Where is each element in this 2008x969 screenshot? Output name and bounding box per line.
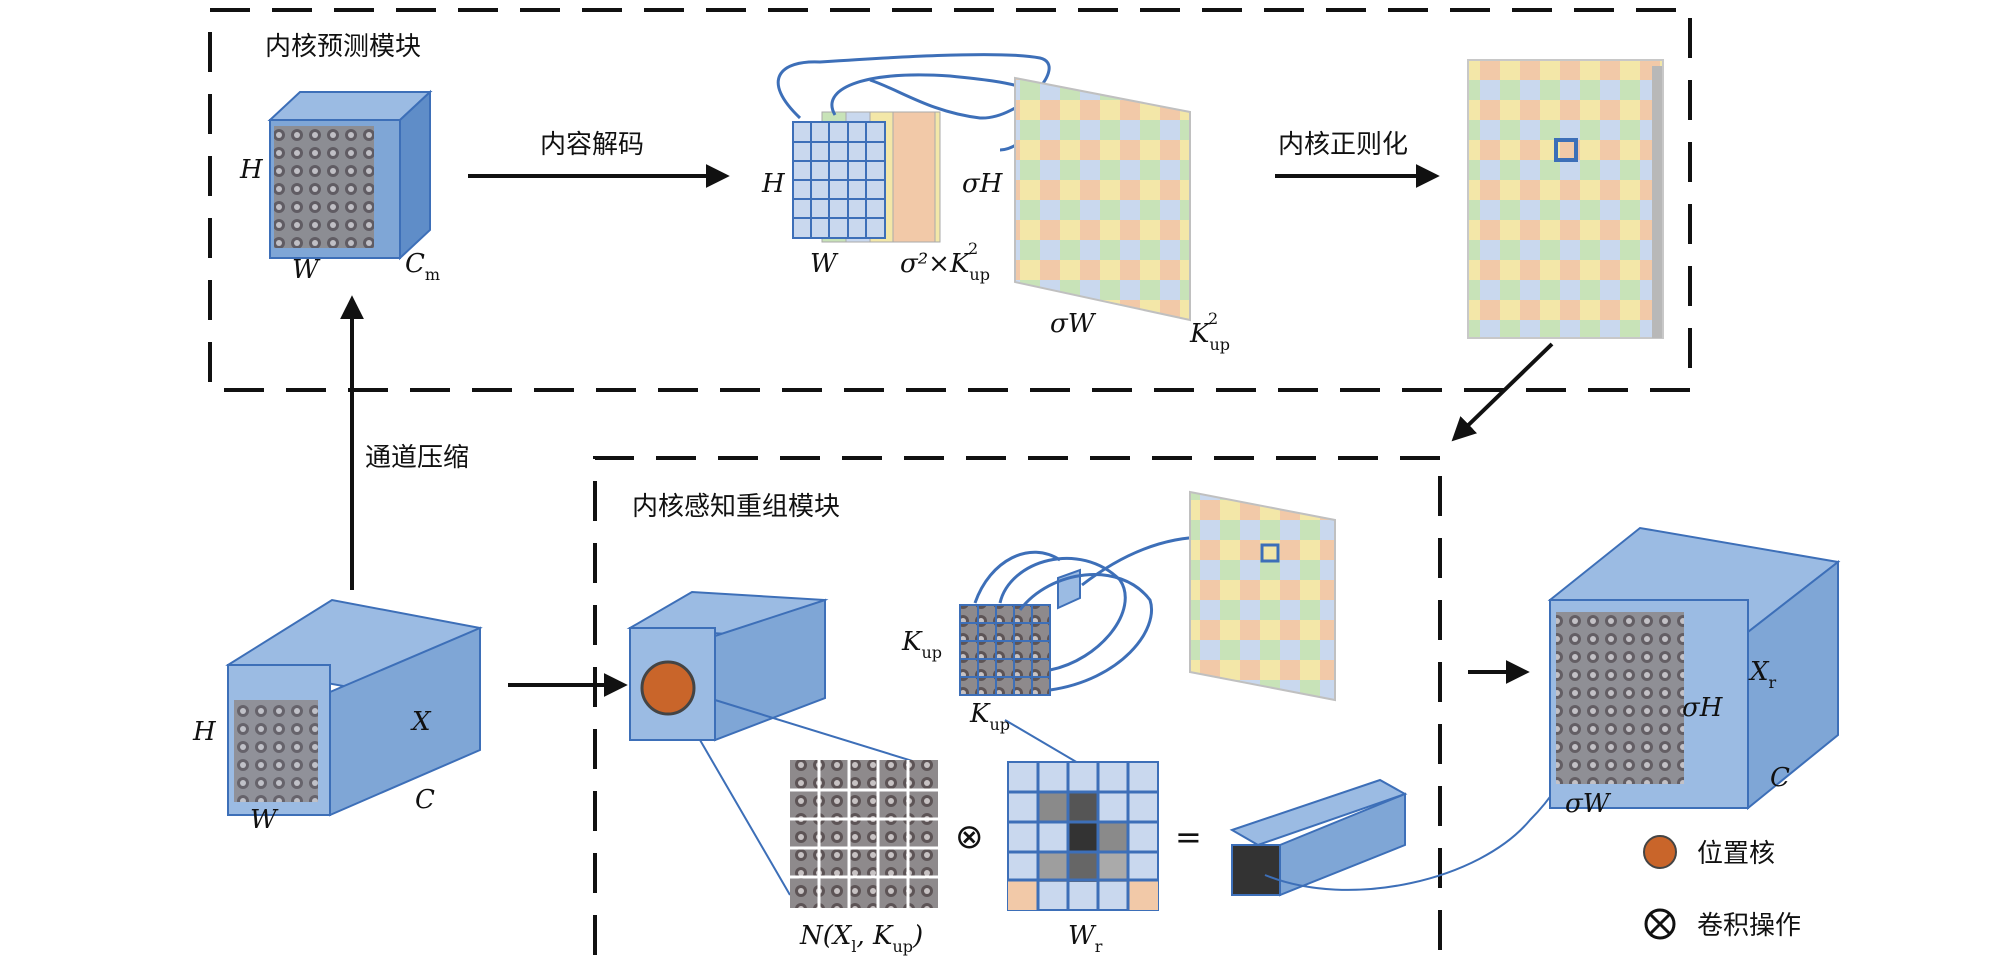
kernel-weights-grid [1007,761,1159,911]
kernel-to-reassembly-arrow [1451,342,1554,442]
kernel-k-up-left: Kup [901,627,942,662]
input-c-label: C [415,785,435,815]
kernel-grid-small [959,535,1271,771]
input-feature-cube [225,598,483,817]
output-c-label: C [1770,763,1790,793]
reassembly-module-frame [593,456,1442,969]
channel-compression-label: 通道压缩 [365,443,469,473]
legend-location-kernel-icon [1643,835,1677,869]
normalized-kernel-map [1467,59,1664,339]
output-sigma-w-label: σW [1565,789,1612,819]
compressed-c-label: Cm [405,249,440,284]
kernel-k-up-bottom: Kup [969,699,1010,734]
input-w-label: W [250,805,279,835]
legend-location-kernel-label: 位置核 [1697,839,1775,869]
compressed-w-label: W [292,255,321,285]
output-column-prism [1229,749,1576,897]
compressed-feature-cube [267,89,433,261]
kernel-sigma-w-label: σW [1050,309,1097,339]
upsampled-kernel-map [1014,76,1191,322]
kernel-channels-label: σ²×Kup2 [900,239,990,284]
kernel-w-label: W [810,249,839,279]
compressed-h-label: H [239,155,264,185]
kernel-weights-label: Wr [1068,921,1103,956]
input-h-label: H [192,717,217,747]
output-feature-cube [1547,526,1841,811]
legend-conv-icon [1644,908,1676,940]
equals-symbol: = [1175,818,1202,856]
source-feature-cube [626,590,936,896]
content-decoding-label: 内容解码 [540,130,644,160]
output-x-label: Xr [1748,657,1777,692]
legend: 位置核 卷积操作 [1643,835,1801,941]
input-x-label: X [410,707,432,737]
legend-conv-label: 卷积操作 [1697,911,1801,941]
kernel-tensor-stack [776,53,1051,243]
output-sigma-h-label: σH [1682,693,1724,723]
reassembly-module-title: 内核感知重组模块 [632,492,840,522]
kernel-k-label: Kup2 [1189,309,1230,354]
neighborhood-patch [790,760,938,908]
reassembly-kernel-map [1189,490,1336,702]
prediction-module-title: 内核预测模块 [265,32,421,62]
kernel-normalization-label: 内核正则化 [1278,130,1408,160]
convolution-symbol: ⊗ [955,817,984,857]
neighborhood-label: N(Xl, Kup) [799,921,923,956]
location-kernel-dot [640,660,696,716]
kernel-sigma-h-label: σH [962,169,1004,199]
kernel-h-label: H [761,169,786,199]
